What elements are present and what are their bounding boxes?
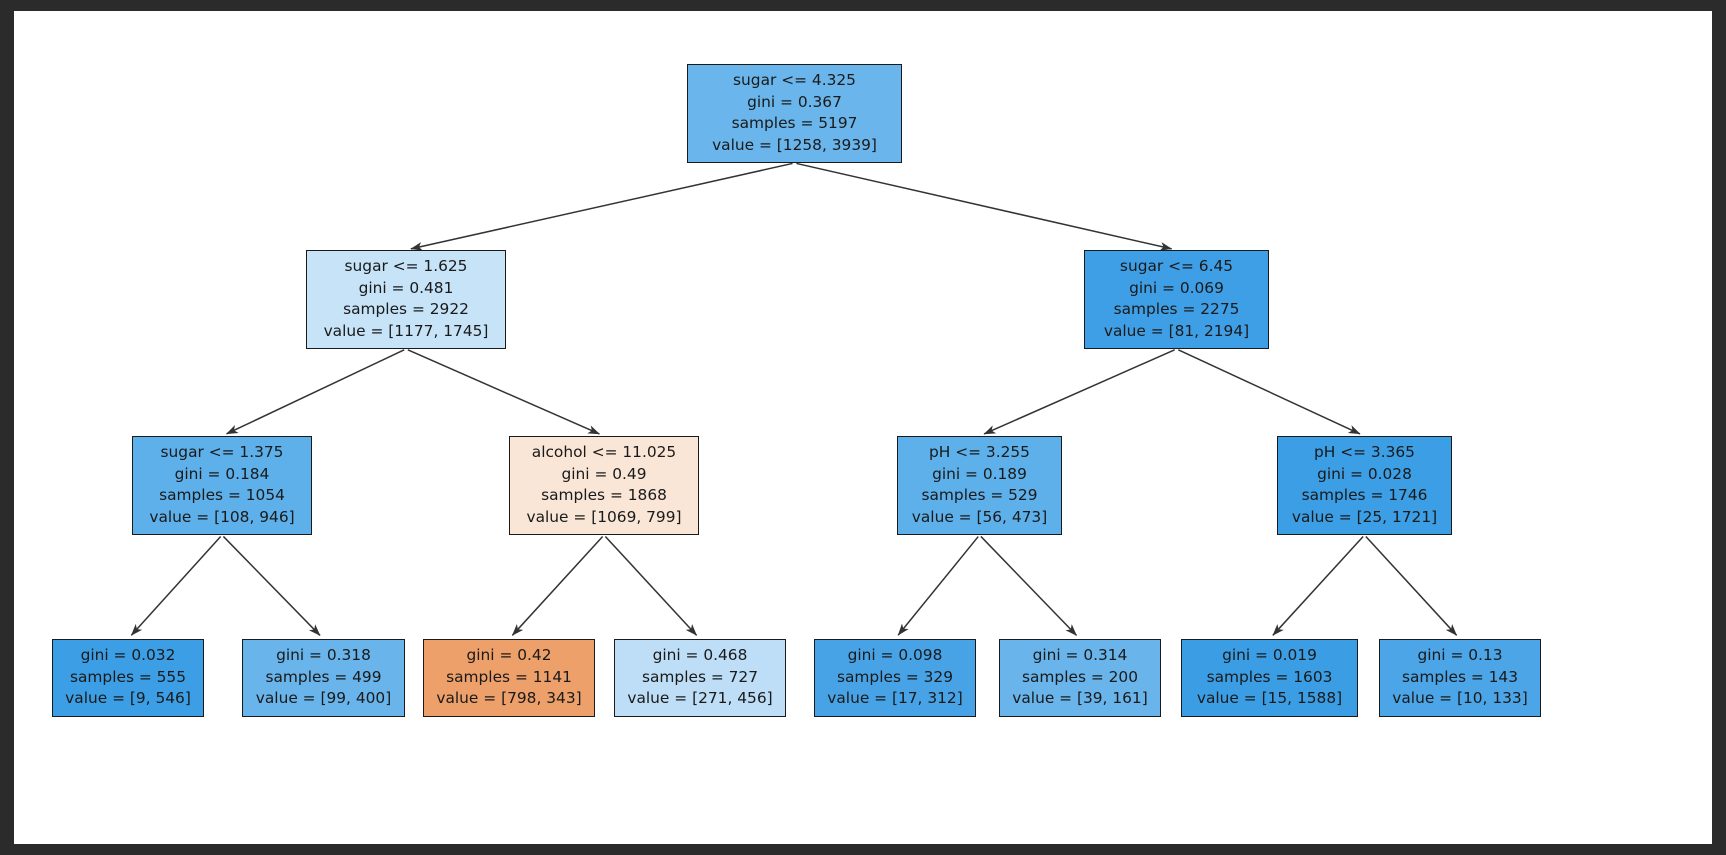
node-value: value = [17, 312] [827, 689, 963, 708]
node-value: value = [1258, 3939] [712, 135, 877, 154]
node-samples: samples = 1868 [541, 486, 667, 504]
tree-leaf-node: gini = 0.42 samples = 1141 value = [798, 3… [423, 639, 595, 717]
tree-leaf-node: gini = 0.314 samples = 200 value = [39, 16… [999, 639, 1161, 717]
node-samples: samples = 2275 [1113, 300, 1240, 318]
tree-leaf-node: gini = 0.13 samples = 143 value = [10, 133… [1379, 639, 1541, 717]
node-samples: samples = 143 [1401, 667, 1519, 686]
tree-edges [130, 162, 1458, 636]
tree-edge [983, 349, 1175, 435]
node-samples: samples = 1746 [1301, 486, 1428, 504]
node-value: value = [1069, 799] [526, 507, 682, 526]
node-gini: gini = 0.098 [847, 646, 943, 665]
tree-decision-node: sugar <= 1.375 gini = 0.184 samples = 1054… [132, 436, 312, 535]
node-condition: sugar <= 6.45 [1119, 257, 1234, 275]
node-samples: samples = 529 [921, 486, 1038, 504]
node-value: value = [15, 1588] [1196, 689, 1343, 708]
node-gini: gini = 0.069 [1129, 278, 1224, 297]
tree-edge [222, 535, 321, 636]
node-gini: gini = 0.367 [747, 92, 842, 111]
node-gini: gini = 0.13 [1417, 646, 1503, 665]
node-samples: samples = 1141 [446, 667, 572, 686]
node-gini: gini = 0.314 [1032, 646, 1128, 665]
tree-decision-node: pH <= 3.365 gini = 0.028 samples = 1746 val… [1277, 436, 1452, 535]
tree-leaf-node: gini = 0.468 samples = 727 value = [271, 4… [614, 639, 786, 717]
tree-edge [1365, 535, 1458, 636]
tree-leaf-node: gini = 0.098 samples = 329 value = [17, 31… [814, 639, 976, 717]
node-condition: sugar <= 1.375 [160, 443, 284, 461]
node-value: value = [10, 133] [1392, 689, 1528, 708]
tree-leaf-node: gini = 0.019 samples = 1603 value = [15, 1… [1181, 639, 1358, 717]
node-samples: samples = 1603 [1206, 667, 1333, 686]
tree-decision-node: alcohol <= 11.025 gini = 0.49 samples = 18… [509, 436, 699, 535]
node-samples: samples = 329 [836, 667, 954, 686]
tree-decision-node: sugar <= 1.625 gini = 0.481 samples = 2922… [306, 250, 506, 349]
tree-edge [130, 535, 222, 636]
tree-edge [511, 535, 604, 636]
node-value: value = [9, 546] [65, 689, 191, 708]
node-condition: pH <= 3.255 [929, 443, 1030, 461]
node-condition: pH <= 3.365 [1314, 443, 1415, 461]
node-value: value = [271, 456] [627, 689, 773, 708]
node-value: value = [25, 1721] [1291, 507, 1438, 526]
node-samples: samples = 5197 [731, 114, 858, 132]
tree-edge [407, 349, 600, 435]
node-condition: alcohol <= 11.025 [531, 443, 677, 461]
tree-edge [1178, 349, 1361, 435]
tree-edge [980, 535, 1078, 636]
decision-tree-figure: sugar <= 4.325 gini = 0.367 samples = 5197… [14, 11, 1712, 844]
node-value: value = [798, 343] [436, 689, 582, 708]
node-value: value = [39, 161] [1012, 689, 1148, 708]
node-samples: samples = 555 [69, 667, 187, 686]
node-gini: gini = 0.318 [276, 646, 371, 665]
node-gini: gini = 0.468 [652, 646, 748, 665]
node-value: value = [108, 946] [149, 507, 295, 526]
tree-edges-layer [130, 162, 1458, 636]
tree-edge [796, 162, 1173, 251]
node-gini: gini = 0.481 [358, 278, 454, 297]
tree-decision-node: sugar <= 4.325 gini = 0.367 samples = 5197… [687, 64, 902, 163]
node-condition: sugar <= 1.625 [344, 257, 468, 275]
node-samples: samples = 1054 [159, 486, 285, 504]
node-gini: gini = 0.019 [1222, 646, 1317, 665]
node-samples: samples = 727 [641, 667, 759, 686]
node-samples: samples = 499 [265, 667, 382, 686]
node-samples: samples = 2922 [343, 300, 469, 318]
node-samples: samples = 200 [1021, 667, 1139, 686]
tree-leaf-node: gini = 0.318 samples = 499 value = [99, 40… [242, 639, 405, 717]
tree-decision-node: pH <= 3.255 gini = 0.189 samples = 529 valu… [897, 436, 1062, 535]
tree-decision-node: sugar <= 6.45 gini = 0.069 samples = 2275 v… [1084, 250, 1269, 349]
node-condition: sugar <= 4.325 [733, 71, 856, 89]
node-value: value = [99, 400] [255, 689, 392, 708]
tree-edge [1272, 535, 1364, 636]
node-value: value = [1177, 1745] [323, 321, 489, 340]
node-value: value = [56, 473] [911, 507, 1048, 526]
node-gini: gini = 0.49 [561, 464, 647, 483]
tree-edge [410, 162, 793, 251]
node-gini: gini = 0.028 [1317, 464, 1412, 483]
tree-edge [225, 349, 405, 435]
tree-leaf-node: gini = 0.032 samples = 555 value = [9, 546… [52, 639, 204, 717]
tree-edge [897, 536, 979, 636]
node-gini: gini = 0.42 [466, 646, 552, 665]
node-gini: gini = 0.032 [80, 646, 176, 665]
node-gini: gini = 0.184 [174, 464, 270, 483]
node-value: value = [81, 2194] [1103, 321, 1250, 340]
node-gini: gini = 0.189 [932, 464, 1027, 483]
tree-edge [604, 535, 698, 636]
